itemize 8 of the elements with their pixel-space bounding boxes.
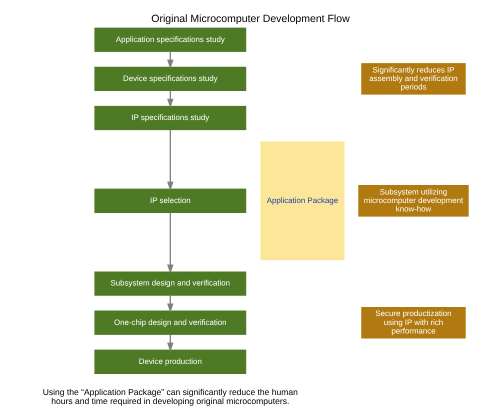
arrow	[166, 296, 174, 313]
arrow	[166, 52, 174, 69]
arrow	[166, 334, 174, 352]
arrow	[166, 90, 174, 108]
diagram-title: Original Microcomputer Development Flow	[150, 12, 350, 25]
caption: Using the “Application Package” can significantly reduce the human hours and time required in developing original microcomputers.	[42, 386, 298, 406]
arrow	[166, 130, 174, 191]
arrow	[166, 212, 174, 274]
